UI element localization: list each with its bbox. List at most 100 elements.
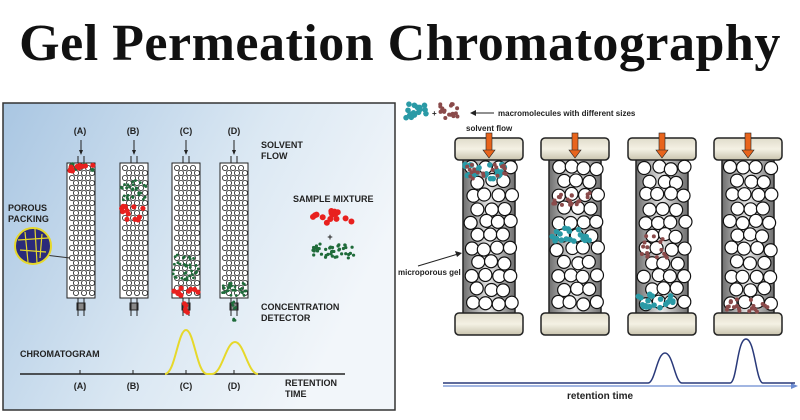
solvent-flow-arrow-icon <box>485 132 493 152</box>
packing-bead <box>233 269 240 276</box>
packing-bead <box>77 184 84 191</box>
small-molecule <box>184 271 188 274</box>
packing-bead <box>233 169 240 176</box>
small-macromolecule <box>585 195 590 200</box>
packing-bead <box>233 219 240 226</box>
large-macromolecule <box>557 231 563 237</box>
small-macromolecule <box>450 102 455 107</box>
gel-bead <box>497 256 512 271</box>
solvent-flow-label-1: SOLVENT <box>261 140 303 150</box>
small-macromolecule <box>751 304 756 309</box>
small-molecule <box>178 262 182 266</box>
column-c <box>171 140 201 316</box>
packing-bead <box>133 279 140 286</box>
gel-bead <box>642 174 657 189</box>
packing-bead <box>73 229 80 236</box>
gel-bead <box>763 243 778 258</box>
small-macromolecule <box>438 109 443 114</box>
small-molecule <box>138 181 142 185</box>
gel-bead <box>556 254 572 269</box>
small-molecule <box>244 289 248 293</box>
packing-bead <box>193 249 200 256</box>
packing-bead <box>133 229 140 236</box>
packing-bead <box>221 264 228 271</box>
small-macromolecule <box>747 309 752 314</box>
small-molecule <box>194 263 198 267</box>
packing-bead <box>173 224 180 231</box>
large-macromolecule <box>417 106 423 113</box>
packing-bead <box>225 169 232 176</box>
small-molecule <box>241 291 244 295</box>
axis-label-c: (C) <box>180 381 193 391</box>
gel-bead <box>743 283 758 298</box>
legend-text: macromolecules with different sizes <box>498 109 636 118</box>
small-macromolecule <box>569 193 574 198</box>
small-macromolecule <box>644 234 649 239</box>
retention-time-label-1: RETENTION <box>285 378 337 388</box>
gel-bead <box>464 268 479 284</box>
small-molecule <box>341 246 346 251</box>
gel-bead <box>503 213 518 229</box>
packing-bead <box>89 199 96 206</box>
large-macromolecule <box>562 225 568 232</box>
gel-column-2 <box>540 132 610 336</box>
gel-bead <box>737 187 752 202</box>
gel-bead <box>557 173 572 188</box>
sample-mixture-label: SAMPLE MIXTURE <box>293 194 374 204</box>
small-molecule <box>134 179 137 182</box>
small-molecule <box>128 185 131 189</box>
solvent-arrow-head <box>132 150 136 155</box>
small-molecule <box>139 191 142 195</box>
small-macromolecule <box>737 308 742 313</box>
gel-bead <box>725 187 740 202</box>
gel-bead <box>495 227 511 242</box>
large-macromolecule <box>406 101 412 107</box>
gel-bead <box>469 281 484 296</box>
packing-bead <box>126 169 133 176</box>
small-macromolecule <box>469 162 474 167</box>
small-molecule <box>134 187 138 191</box>
packing-bead <box>237 204 244 211</box>
small-molecule <box>234 294 238 297</box>
legend-plus-sign: + <box>432 109 437 118</box>
packing-bead <box>89 179 96 186</box>
small-macromolecule <box>663 254 668 259</box>
packing-bead <box>185 279 192 286</box>
bottom-cap <box>540 312 610 336</box>
small-molecule <box>172 262 176 266</box>
large-molecule <box>120 209 126 215</box>
gel-bead <box>484 282 499 298</box>
solvent-flow-label-2: FLOW <box>261 151 288 161</box>
bottom-cap <box>454 312 524 336</box>
detector-cell <box>129 302 139 311</box>
packing-bead <box>141 189 148 196</box>
packing-bead <box>241 179 248 186</box>
gel-bead <box>757 281 772 296</box>
packing-bead <box>185 249 192 256</box>
gel-bead <box>669 280 684 296</box>
small-macromolecule <box>659 247 664 252</box>
microporous-gel-label: microporous gel <box>398 268 461 277</box>
small-macromolecule <box>558 192 563 197</box>
gel-column-4 <box>713 132 783 336</box>
gel-bead <box>582 174 597 190</box>
gel-bead <box>735 216 750 231</box>
large-macromolecule <box>669 299 676 306</box>
packing-bead <box>122 174 129 181</box>
packing-bead <box>73 219 80 226</box>
gel-bead <box>749 269 764 284</box>
packing-bead <box>229 254 236 261</box>
packing-bead <box>225 269 232 276</box>
detector-label-1: CONCENTRATION <box>261 302 339 312</box>
large-macromolecule <box>580 235 587 242</box>
small-molecule <box>324 247 328 252</box>
small-molecule <box>232 300 236 304</box>
packing-bead <box>241 259 248 266</box>
porous-packing-label-1: POROUS <box>8 203 47 213</box>
packing-bead <box>237 174 244 181</box>
packing-bead <box>193 179 200 186</box>
gel-bead <box>754 229 770 244</box>
small-macromolecule <box>728 300 733 305</box>
packing-bead <box>177 209 184 216</box>
gel-bead <box>751 187 766 203</box>
